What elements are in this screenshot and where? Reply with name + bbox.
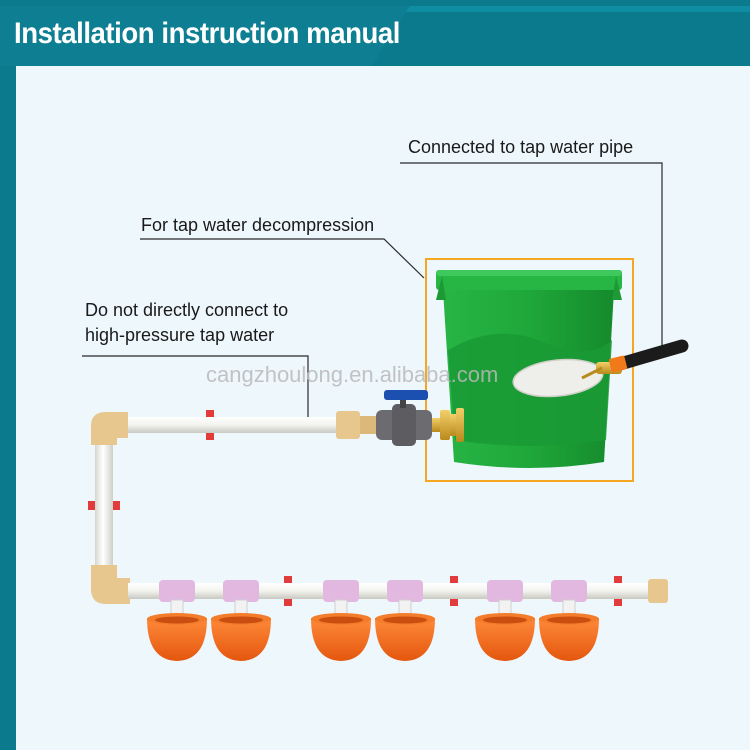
clip-marker	[88, 501, 95, 510]
tee-connector	[159, 580, 195, 602]
cup-bowl	[539, 618, 599, 661]
vertical-pipe	[88, 440, 120, 570]
end-cap	[648, 579, 668, 603]
cup-inner	[319, 616, 363, 624]
leader-decompression	[140, 238, 425, 279]
cup-bowl	[311, 618, 371, 661]
cup-inner	[383, 616, 427, 624]
float-arm	[581, 366, 603, 380]
clip-marker	[113, 501, 120, 510]
cup-bowl	[475, 618, 535, 661]
tee-connector	[323, 580, 359, 602]
inlet-hose-black	[613, 339, 689, 371]
drinker-cups	[147, 580, 599, 661]
valve-center	[392, 404, 416, 446]
drinker-cup	[375, 580, 435, 661]
clip-marker	[284, 576, 292, 583]
drinker-cup	[539, 580, 599, 661]
valve-stem	[400, 396, 406, 408]
label-tap-water-pipe: Connected to tap water pipe	[408, 137, 634, 157]
pipe-adapter	[336, 411, 360, 439]
title-box	[0, 6, 410, 66]
bucket-handle-right	[612, 276, 622, 300]
pipe-adapter-thread	[360, 416, 376, 434]
clip-marker	[284, 599, 292, 606]
leader-tap-pipe	[400, 162, 663, 350]
valve-handle	[384, 390, 428, 400]
header-stripe	[406, 6, 750, 12]
decompression-highlight-box	[425, 258, 634, 482]
inlet-hose	[608, 339, 689, 373]
label-warning-line2: high-pressure tap water	[85, 325, 275, 345]
hose-orange-collar	[608, 355, 628, 373]
left-accent-band	[0, 0, 16, 750]
cup-bowl	[211, 618, 271, 661]
tee-connector	[487, 580, 523, 602]
bucket-rim-highlight	[436, 270, 622, 276]
tee-connector	[387, 580, 423, 602]
clip-marker	[206, 410, 214, 417]
vertical-pipe-body	[95, 440, 113, 570]
watermark: cangzhoulong.en.alibaba.com	[206, 362, 499, 387]
clip-marker	[450, 576, 458, 583]
cup-inner	[483, 616, 527, 624]
drinker-cup	[311, 580, 371, 661]
cup-bowl	[375, 618, 435, 661]
label-warning-line1: Do not directly connect to	[85, 300, 289, 320]
cup-bowl	[147, 618, 207, 661]
elbow-fitting-bottom	[91, 565, 130, 604]
leader-lines	[82, 162, 663, 425]
drinker-cup	[211, 580, 271, 661]
cup-inner	[547, 616, 591, 624]
cup-inner	[219, 616, 263, 624]
drinker-cup	[475, 580, 535, 661]
label-decompression: For tap water decompression	[141, 215, 375, 235]
bucket-handle-left	[436, 276, 446, 300]
page-title: Installation instruction manual	[14, 17, 400, 50]
clip-marker	[450, 599, 458, 606]
clip-marker	[614, 576, 622, 583]
brass-outlet-fitting	[430, 408, 464, 442]
float-valve	[512, 358, 622, 398]
elbow-fitting-top	[91, 412, 128, 445]
tee-connector	[551, 580, 587, 602]
ball-valve	[376, 390, 432, 446]
clip-marker	[614, 599, 622, 606]
upper-pipe-body	[120, 417, 338, 433]
upper-pipe	[120, 410, 376, 440]
clip-marker	[206, 433, 214, 440]
leader-warning	[82, 355, 309, 425]
drinker-cup	[147, 580, 207, 661]
cup-inner	[155, 616, 199, 624]
tee-connector	[223, 580, 259, 602]
